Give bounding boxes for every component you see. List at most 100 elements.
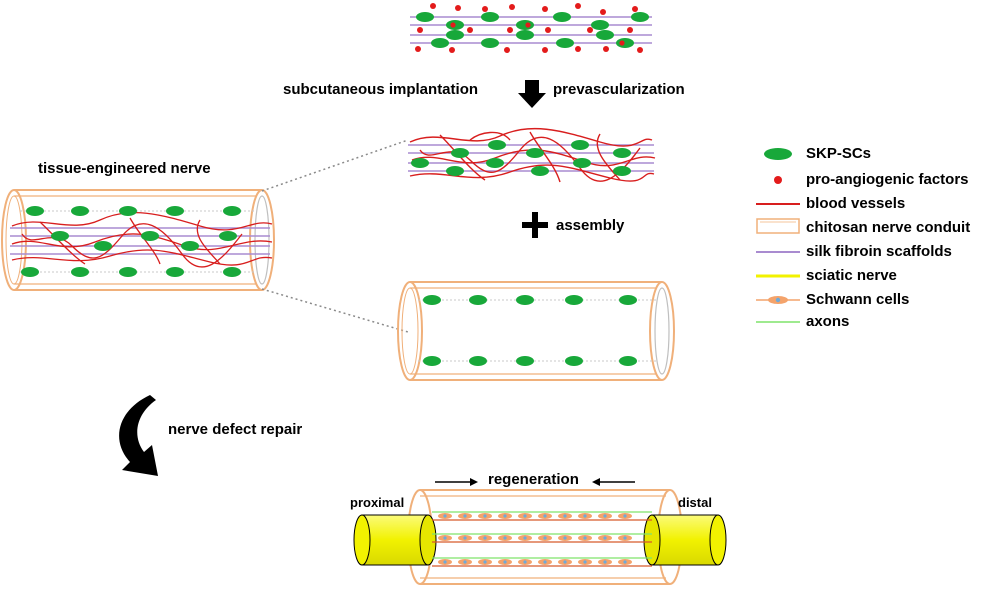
schwann-nucleus — [603, 560, 607, 564]
skp-sc-cell — [223, 267, 241, 277]
skp-sc-cell — [446, 30, 464, 40]
chitosan-conduit — [397, 281, 675, 381]
skp-sc-cell — [431, 38, 449, 48]
pro-angiogenic-dot — [542, 6, 548, 12]
skp-sc-cell — [516, 30, 534, 40]
skp-sc-cell — [51, 231, 69, 241]
skp-sc-cell — [219, 231, 237, 241]
pro-angiogenic-dot — [415, 46, 421, 52]
pro-angiogenic-dot — [603, 46, 609, 52]
skp-sc-cell — [423, 295, 441, 305]
skp-sc-cell — [423, 356, 441, 366]
legend-label-factors: pro-angiogenic factors — [806, 171, 969, 188]
schwann-nucleus — [483, 560, 487, 564]
skp-sc-cell — [556, 38, 574, 48]
skp-sc-cell — [416, 12, 434, 22]
pro-angiogenic-dot — [509, 4, 515, 10]
skp-sc-cell — [26, 206, 44, 216]
legend-icons — [756, 148, 800, 323]
skp-sc-cell — [531, 166, 549, 176]
skp-sc-cell — [71, 267, 89, 277]
pro-angiogenic-dot — [482, 6, 488, 12]
schwann-nucleus — [503, 560, 507, 564]
legend-label-scaffold: silk fibroin scaffolds — [806, 243, 952, 260]
legend-label-vessels: blood vessels — [806, 195, 906, 212]
schwann-nucleus — [563, 514, 567, 518]
subcutaneous-label: subcutaneous implantation — [283, 81, 479, 98]
skp-sc-cell — [486, 158, 504, 168]
down-arrow-icon — [518, 80, 546, 108]
schwann-nucleus — [483, 514, 487, 518]
schwann-nucleus — [523, 536, 527, 540]
skp-sc-cell — [573, 158, 591, 168]
legend-conduit-icon — [756, 218, 800, 234]
pro-angiogenic-dot — [525, 22, 531, 28]
pro-angiogenic-dot — [450, 22, 456, 28]
skp-sc-cell — [119, 206, 137, 216]
skp-sc-cell — [526, 148, 544, 158]
schwann-nucleus — [483, 536, 487, 540]
schwann-nucleus — [543, 560, 547, 564]
schwann-nucleus — [583, 536, 587, 540]
legend-label-skp-scs: SKP-SCs — [806, 145, 872, 162]
scaffold-with-factors — [410, 3, 652, 53]
pro-angiogenic-dot — [504, 47, 510, 53]
skp-sc-cell — [553, 12, 571, 22]
skp-sc-cell — [565, 295, 583, 305]
pro-angiogenic-dot — [637, 47, 643, 53]
skp-sc-cell — [446, 166, 464, 176]
skp-sc-cell — [166, 267, 184, 277]
regeneration-arrows — [435, 478, 635, 486]
skp-sc-cell — [451, 148, 469, 158]
pro-angiogenic-dot — [455, 5, 461, 11]
skp-sc-cell — [481, 12, 499, 22]
schwann-nucleus — [523, 514, 527, 518]
schwann-nucleus — [443, 514, 447, 518]
schwann-nucleus — [543, 514, 547, 518]
skp-sc-cell — [21, 267, 39, 277]
skp-sc-cell — [223, 206, 241, 216]
schwann-nucleus — [463, 560, 467, 564]
legend-label-conduit: chitosan nerve conduit — [806, 219, 971, 236]
skp-sc-cell — [119, 267, 137, 277]
skp-sc-cell — [571, 140, 589, 150]
pro-angiogenic-dot — [545, 27, 551, 33]
pro-angiogenic-dot — [600, 9, 606, 15]
pro-angiogenic-dot — [575, 46, 581, 52]
schwann-nucleus — [503, 536, 507, 540]
skp-sc-cell — [516, 20, 534, 30]
skp-sc-cell — [411, 158, 429, 168]
pro-angiogenic-dot — [632, 6, 638, 12]
skp-sc-cell — [631, 12, 649, 22]
legend-label-nerve: sciatic nerve — [806, 267, 897, 284]
legend-factor-icon — [774, 176, 782, 184]
schwann-nucleus — [623, 514, 627, 518]
distal-label: distal — [678, 495, 712, 510]
prevascularization-label: prevascularization — [553, 81, 685, 98]
legend-label-schwann: Schwann cells — [806, 291, 910, 308]
plus-icon — [522, 212, 548, 238]
skp-sc-cell — [488, 140, 506, 150]
skp-sc-cell — [141, 231, 159, 241]
skp-sc-cell — [516, 356, 534, 366]
pro-angiogenic-dot — [507, 27, 513, 33]
assembly-label: assembly — [556, 217, 625, 234]
pro-angiogenic-dot — [627, 27, 633, 33]
skp-sc-cell — [469, 295, 487, 305]
pro-angiogenic-dot — [467, 27, 473, 33]
skp-sc-cell — [591, 20, 609, 30]
tissue-engineered-nerve — [1, 189, 275, 291]
tissue-engineered-label: tissue-engineered nerve — [38, 160, 211, 177]
skp-sc-cell — [71, 206, 89, 216]
skp-sc-cell — [613, 166, 631, 176]
connector-line — [261, 139, 409, 192]
skp-sc-cell — [613, 148, 631, 158]
schwann-nucleus — [563, 560, 567, 564]
pro-angiogenic-dot — [417, 27, 423, 33]
schwann-nucleus — [543, 536, 547, 540]
skp-sc-cell — [596, 30, 614, 40]
schwann-nucleus — [443, 560, 447, 564]
schwann-nucleus — [623, 536, 627, 540]
